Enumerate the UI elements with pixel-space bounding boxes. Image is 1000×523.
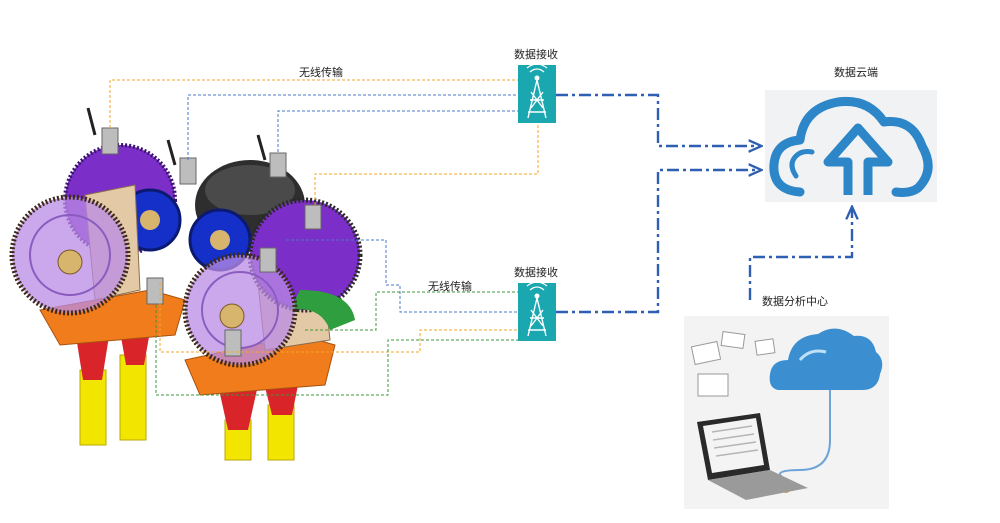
orange-link-bottom [159, 283, 518, 353]
wireless-links [109, 79, 539, 396]
sensor-icon [259, 247, 277, 273]
sensor-icon [304, 204, 322, 230]
receiver-top [518, 63, 556, 123]
sensor-icon [256, 134, 287, 178]
label-receiver-bottom: 数据接收 [514, 266, 558, 279]
label-analysis-center: 数据分析中心 [762, 295, 828, 308]
blue-link-3 [286, 239, 518, 313]
label-wireless-top: 无线传输 [299, 66, 343, 79]
trunk-bottom-to-cloud [556, 170, 760, 314]
label-receiver-top: 数据接收 [514, 48, 558, 61]
orange-link-mid [314, 125, 539, 205]
trunk-analysis-to-cloud [748, 208, 852, 300]
analysis-panel [684, 316, 889, 509]
label-wireless-bottom: 无线传输 [428, 280, 472, 293]
antenna-tower-icon [518, 281, 556, 341]
blue-link-1 [187, 94, 518, 160]
cloud-upload-icon [769, 96, 933, 197]
sensor-icon [146, 277, 164, 305]
sensor-icon [224, 329, 242, 357]
sensor-icon [86, 107, 119, 155]
receiver-bottom [518, 281, 556, 341]
cloud-panel [765, 90, 937, 202]
green-link-1 [305, 291, 518, 331]
antenna-tower-icon [518, 63, 556, 123]
green-link-2 [155, 305, 518, 396]
gearbox-machinery-illustration [9, 107, 363, 461]
orange-link-top [109, 79, 518, 128]
trunk-links [556, 93, 852, 314]
laptop-cloud-icon [690, 328, 883, 500]
label-cloud: 数据云端 [834, 66, 878, 79]
sensor-icon [166, 139, 197, 185]
trunk-top-to-cloud [556, 93, 760, 146]
blue-link-2 [277, 110, 518, 152]
